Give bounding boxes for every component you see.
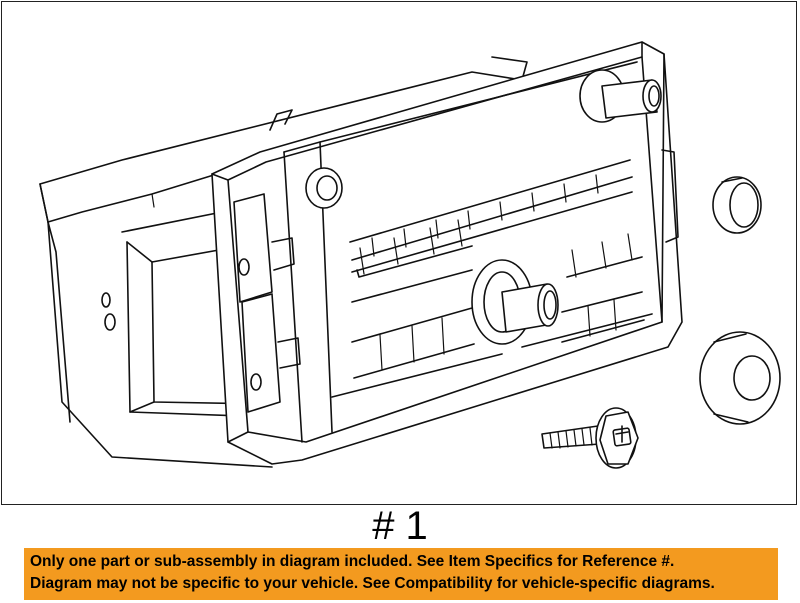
small-knob [305, 167, 343, 209]
notice-line-1: Only one part or sub-assembly in diagram… [30, 553, 675, 570]
radio-buttons [331, 159, 653, 398]
tuning-knob-center [471, 259, 559, 345]
knob-cap-large [699, 331, 781, 425]
diagram-frame [1, 1, 797, 505]
knob-cap-small [712, 176, 762, 234]
mounting-screw [541, 407, 639, 469]
reference-number: # 1 [372, 504, 428, 548]
radio-receiver-diagram [39, 41, 781, 469]
notice-line-2: Diagram may not be specific to your vehi… [30, 575, 715, 592]
volume-knob-top [579, 69, 662, 123]
notice-banner: Only one part or sub-assembly in diagram… [24, 548, 778, 600]
